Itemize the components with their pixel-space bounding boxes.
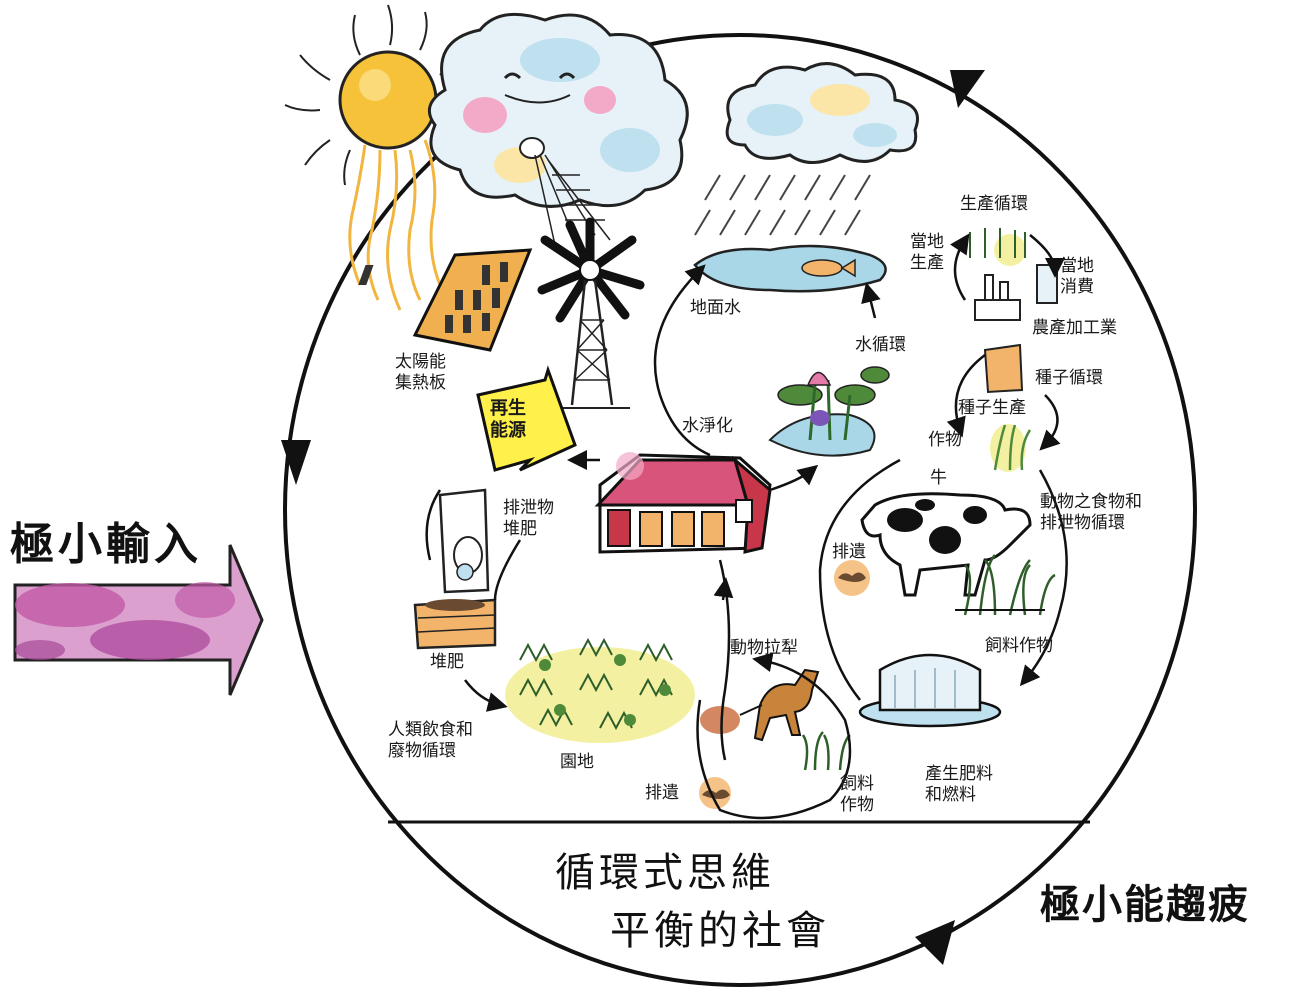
outer-arrowhead-top [950,70,985,108]
water-cycle-label: 水循環 [855,335,906,355]
lotus-icon [768,366,890,457]
crops-label: 作物 [928,430,962,450]
entropy-label: 極小能趨疲 [1040,882,1250,928]
solar-panel-label: 太陽能 集熱板 [395,352,446,393]
surface-water-icon [693,244,887,293]
outer-arrowhead-bottom [915,920,955,965]
cloud-face-icon [427,12,689,208]
cow-icon [860,492,1032,597]
outer-arrowhead-left [281,440,311,485]
barn-icon [594,452,772,554]
production-cycle-label: 生產循環 [960,194,1028,214]
local-consumption-label: 當地 消費 [1060,256,1094,297]
horse-plough-icon [700,668,820,742]
renewable-energy-arrow [476,365,577,472]
feed-crops-icon [955,554,1056,616]
feed-crops-bottom-label: 飼料 作物 [840,774,874,815]
input-label: 極小輸入 [10,519,202,570]
rain-cloud-icon [725,62,919,164]
garden-field-icon [505,637,695,743]
factory-icon [969,228,1058,321]
society-title-line2: 平衡的社會 [610,908,830,954]
seed-cycle-label: 種子循環 [1035,368,1103,388]
excrement-icon-bottom [699,777,731,809]
local-production-label: 當地 生產 [910,232,944,273]
compost-bin-icon [413,488,497,650]
seed-bag-icon [983,343,1024,394]
solar-panel-icon [358,248,533,352]
windmill-icon [537,217,645,409]
surface-water-label: 地面水 [690,298,741,318]
society-title-line1: 循環式思維 [555,850,775,896]
sun-icon [284,4,466,311]
feed-crops-label: 飼料作物 [985,636,1053,656]
excreta-compost-label: 排泄物 堆肥 [503,498,554,539]
input-arrow [13,544,264,696]
garden-label: 園地 [560,752,594,772]
water-purification-label: 水淨化 [682,416,733,436]
compost-label: 堆肥 [430,652,464,672]
fertilizer-fuel-label: 產生肥料 和燃料 [925,764,993,805]
excrement-bottom-label: 排遺 [645,783,679,803]
human-cycle-label: 人類飲食和 廢物循環 [388,720,473,761]
biogas-tank-icon [858,653,1002,728]
animal-plough-label: 動物拉犁 [730,638,798,658]
cow-label: 牛 [930,468,947,488]
excrement-right-label: 排遺 [832,542,866,562]
wheat-icon [990,424,1032,472]
outer-cycle-circle [283,33,1197,987]
rain-icon [694,174,871,236]
animal-cycle-label: 動物之食物和 排泄物循環 [1040,492,1142,533]
renewable-energy-label: 再生 能源 [490,398,526,441]
feed-crops-bottom-icon [801,731,851,771]
seed-production-label: 種子生產 [958,398,1026,418]
fish-icon [801,258,856,278]
inner-cycle-arrows [425,233,1068,820]
agro-industry-label: 農產加工業 [1032,318,1117,338]
excrement-icon-right [834,560,870,596]
